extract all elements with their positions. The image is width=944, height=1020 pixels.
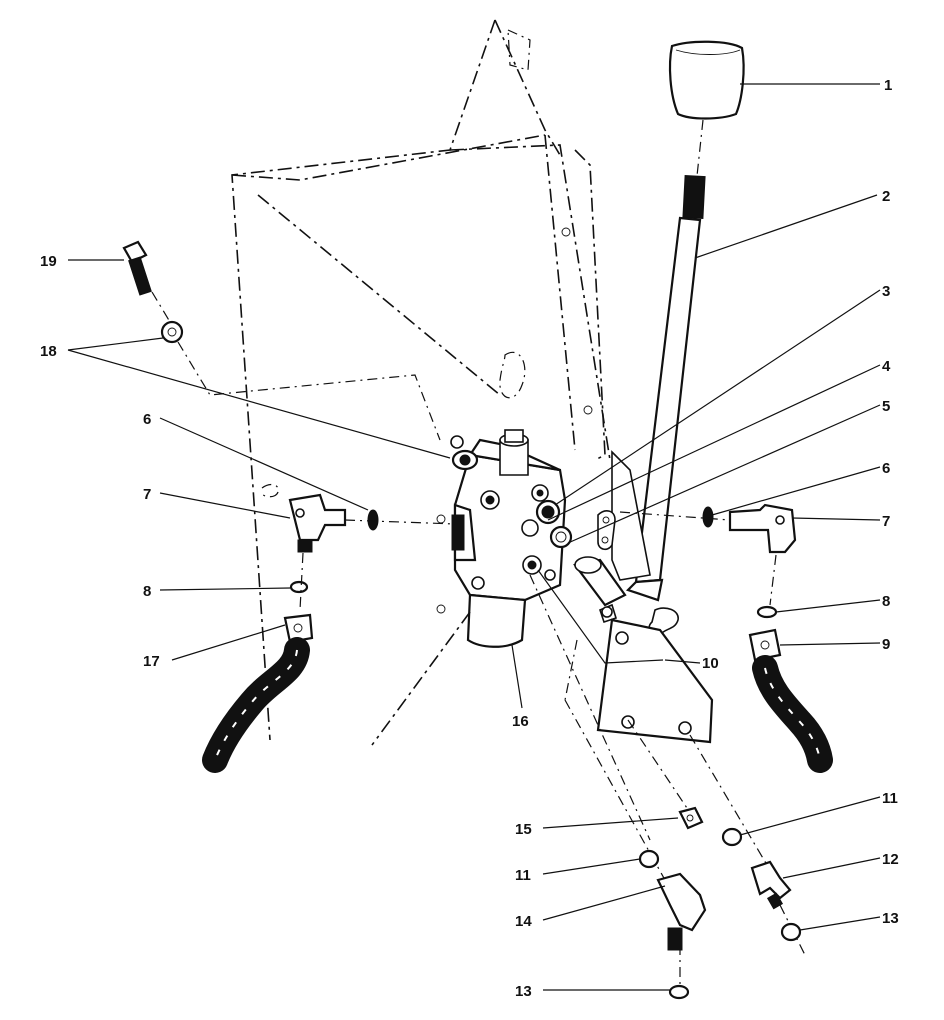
control-valve-body [451, 429, 567, 648]
callout-labels: 1 2 3 4 5 6 7 8 9 10 11 12 13 19 18 6 7 … [40, 77, 899, 1000]
callout-11-left: 11 [515, 867, 531, 884]
shift-knob [668, 40, 745, 120]
callout-19: 19 [40, 253, 57, 270]
callout-15: 15 [515, 821, 532, 838]
callout-14: 14 [515, 913, 532, 930]
callout-8-left: 8 [143, 583, 151, 600]
callout-13-left: 13 [515, 983, 532, 1000]
callout-6-right: 6 [882, 460, 890, 477]
callout-4: 4 [882, 358, 891, 375]
callout-6-left: 6 [143, 411, 151, 428]
right-fittings [619, 503, 833, 773]
valve-fittings [450, 435, 573, 549]
mounting-plate [596, 618, 714, 744]
callout-3: 3 [882, 283, 890, 300]
callout-16: 16 [512, 713, 529, 730]
callout-7-left: 7 [143, 486, 151, 503]
callout-9: 9 [882, 636, 890, 653]
callout-8-right: 8 [882, 593, 890, 610]
callout-5: 5 [882, 398, 890, 415]
mounting-bracket-phantom [231, 19, 611, 741]
callout-1: 1 [884, 77, 892, 94]
left-fittings [122, 240, 471, 773]
callout-18: 18 [40, 343, 57, 360]
callout-12: 12 [882, 851, 899, 868]
callout-10: 10 [702, 655, 719, 672]
shift-lever [611, 119, 706, 602]
linkage-parts [573, 510, 679, 637]
callout-13-right: 13 [882, 910, 899, 927]
lower-fittings [529, 574, 806, 1000]
callout-11-right: 11 [882, 790, 898, 807]
callout-17: 17 [143, 653, 160, 670]
leader-lines [67, 83, 881, 991]
callout-7-right: 7 [882, 513, 890, 530]
callout-2: 2 [882, 188, 890, 205]
